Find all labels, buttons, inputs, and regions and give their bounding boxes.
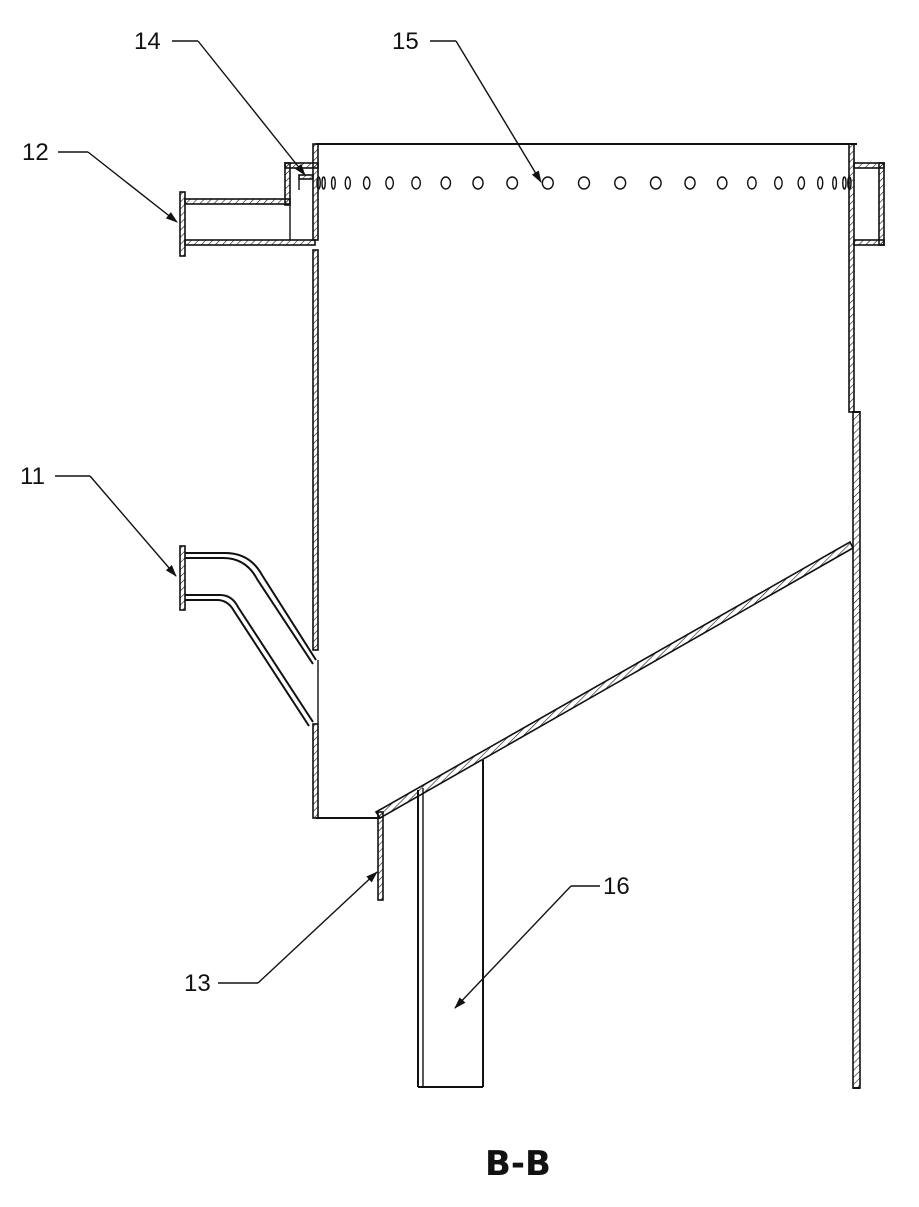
hole: [716, 176, 728, 190]
vessel-body: [312, 143, 861, 1089]
hole: [832, 176, 838, 190]
callout-16: 16: [603, 873, 630, 900]
hole: [773, 176, 783, 190]
hole: [385, 176, 395, 190]
hole: [506, 176, 519, 190]
hole: [321, 176, 326, 190]
hole: [842, 176, 847, 190]
callout-12: 12: [22, 139, 49, 166]
callout-14: 14: [134, 28, 161, 55]
hole: [541, 176, 554, 190]
hole: [847, 176, 852, 190]
hole: [746, 176, 757, 190]
hole-row: [316, 176, 852, 190]
hole: [362, 176, 371, 190]
discharge-plate: [377, 811, 384, 901]
hole: [684, 176, 696, 190]
lower-inlet-pipe: [179, 545, 319, 727]
callout-13: 13: [184, 970, 211, 997]
hole: [816, 176, 824, 190]
right-side-box: [853, 162, 885, 246]
hole: [797, 176, 806, 190]
inclined-bottom-plate: [374, 540, 855, 820]
hole: [649, 176, 662, 190]
callout-15: 15: [392, 28, 419, 55]
callout-11: 11: [20, 463, 45, 490]
hole: [614, 176, 627, 190]
top-inlet-pipe: [179, 162, 319, 257]
hole: [330, 176, 336, 190]
hole: [316, 176, 321, 190]
leader-lines: [55, 40, 600, 1009]
outlet-chute: [417, 760, 484, 1088]
hole: [411, 176, 422, 190]
hole: [472, 176, 484, 190]
section-title: B-B: [485, 1144, 551, 1184]
hole: [440, 176, 452, 190]
hole: [344, 176, 352, 190]
hole: [577, 176, 591, 190]
